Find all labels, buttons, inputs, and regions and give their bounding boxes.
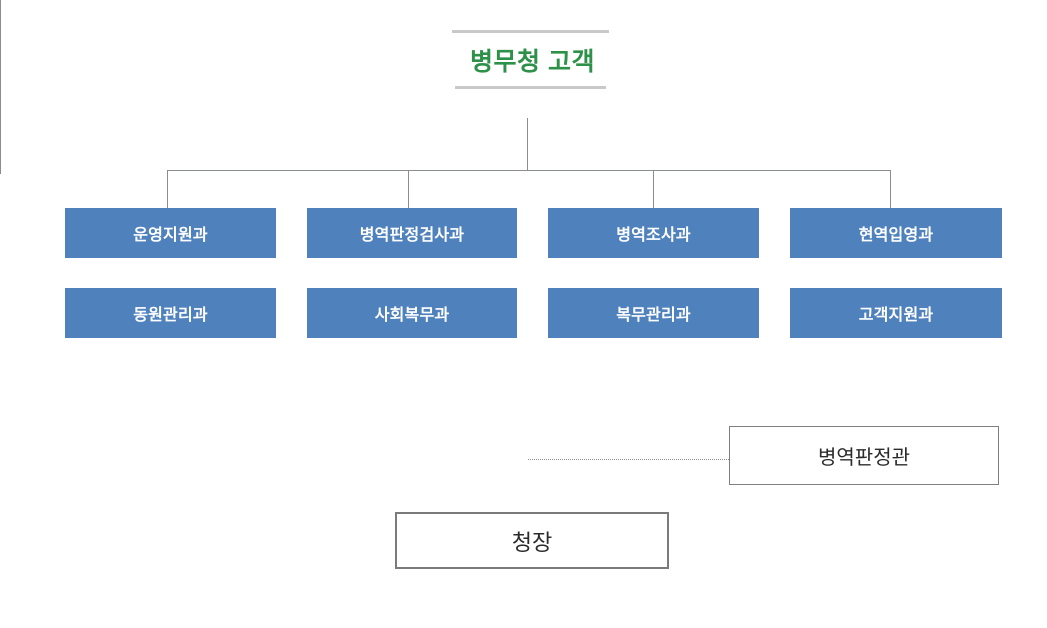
- dept-box-social-service[interactable]: 사회복무과: [307, 288, 517, 338]
- connector-dotted-branch: [528, 459, 729, 460]
- box-military-service-judge[interactable]: 병역판정관: [729, 426, 999, 485]
- dept-box-service-management[interactable]: 복무관리과: [548, 288, 759, 338]
- connector-drop-2: [408, 170, 409, 208]
- page-title: 병무청 고객: [470, 48, 595, 76]
- connector-drop-4: [890, 170, 891, 208]
- dept-box-active-duty-enlistment[interactable]: 현역입영과: [790, 208, 1002, 258]
- connector-drop-3: [653, 170, 654, 208]
- dept-box-customer-support[interactable]: 고객지원과: [790, 288, 1002, 338]
- title-divider-bottom: [455, 86, 606, 89]
- dept-box-mobilization-management[interactable]: 동원관리과: [65, 288, 276, 338]
- title-divider-top: [452, 30, 609, 33]
- connector-title-drop: [527, 118, 528, 171]
- connector-horizontal-bus: [167, 170, 891, 171]
- connector-spine: [0, 0, 1, 174]
- dept-box-military-service-investigation[interactable]: 병역조사과: [548, 208, 759, 258]
- box-commissioner[interactable]: 청장: [395, 512, 669, 569]
- dept-box-military-service-examination[interactable]: 병역판정검사과: [307, 208, 517, 258]
- connector-drop-1: [167, 170, 168, 208]
- dept-box-operations-support[interactable]: 운영지원과: [65, 208, 276, 258]
